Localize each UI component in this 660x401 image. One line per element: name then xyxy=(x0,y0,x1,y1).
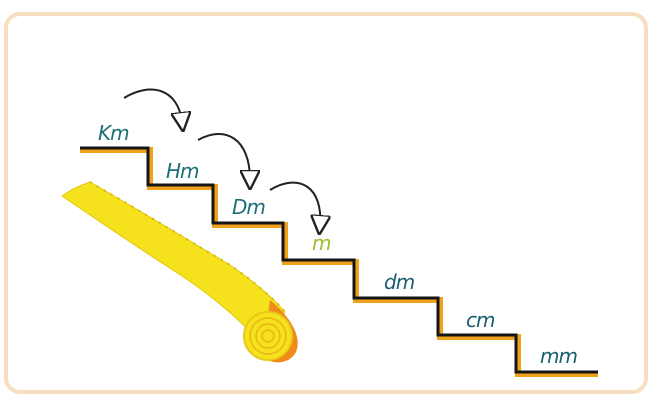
curved-arrow-icon xyxy=(198,134,250,180)
unit-label-m: m xyxy=(312,231,331,255)
unit-label-cm: cm xyxy=(466,308,495,332)
unit-label-mm: mm xyxy=(540,344,577,368)
staircase xyxy=(80,148,598,374)
unit-label-hm: Hm xyxy=(166,159,199,183)
curved-arrow-icon xyxy=(270,183,320,225)
unit-label-dm: dm xyxy=(384,270,415,294)
unit-label-dam: Dm xyxy=(232,195,265,219)
curved-arrow-icon xyxy=(124,90,182,122)
unit-label-km: Km xyxy=(98,121,129,145)
